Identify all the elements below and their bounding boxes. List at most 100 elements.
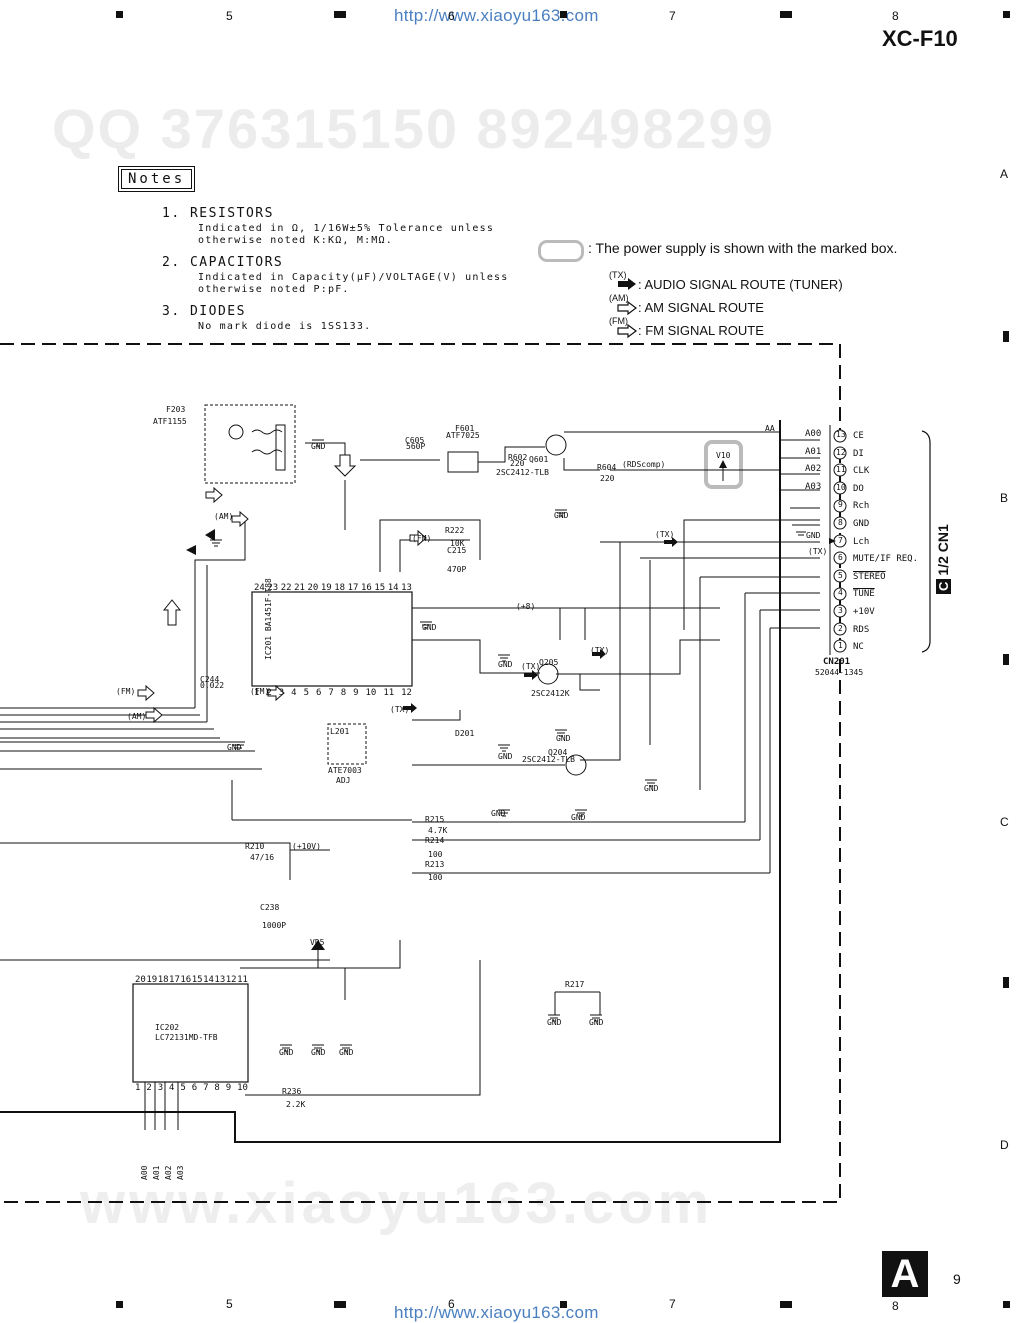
registration-mark [1003,11,1010,18]
cn201-pin: 2 RDS [805,623,925,641]
pin-number: 7 [838,535,843,545]
note-heading: 2. CAPACITORS [162,255,284,270]
part-ref-q204: Q204 [548,748,568,757]
cn201-pin: 3 +10V [805,605,925,623]
capacitor-ref: C215 [447,546,467,555]
gnd-label: GND [422,623,437,632]
net-label: A00 [140,1165,149,1180]
registration-mark [334,11,346,18]
solid-arrow-icon [618,278,636,290]
pin-number: 16 [180,975,192,985]
model-number: XC-F10 [882,26,958,51]
power-note: : The power supply is shown with the mar… [588,240,898,256]
capacitor-value: 470P [447,565,467,574]
v10-label: V10 [716,451,731,460]
resistor-ref: R236 [282,1087,302,1096]
header-url[interactable]: http://www.xiaoyu163.com [394,6,599,25]
notes-title: Notes [117,166,196,192]
part-ref-f601: F601 [455,424,475,433]
gnd-label: GND [806,531,821,540]
pin-number: 11 [383,688,395,698]
gnd-label: GND [227,743,242,752]
pin-number: 21 [294,583,305,593]
ic202-top-pins: 20 19 18 17 16 15 14 13 12 11 [135,975,248,985]
resistor-ref: R222 [445,526,465,535]
pin-name: MUTE/IF REQ. [853,554,919,565]
ic202-bottom-pins: 1 2 3 4 5 6 7 8 9 10 [135,1083,248,1093]
gnd-label: GND [498,660,513,669]
pin-net: A01 [805,446,822,457]
route-tag-fm: (FM) [116,687,136,696]
part-value-f203: ATF1155 [153,417,187,426]
route-tag: (AM) [609,293,629,303]
part-value-q601: 2SC2412-TLB [496,468,549,477]
pin-number: 2 [146,1083,152,1093]
pin-name: RDS [853,624,870,635]
cn201-pin-list: A00 13 CE A01 12 DI A02 11 CLK A03 10 DO… [805,429,925,658]
pin-number: 2 [838,623,843,633]
registration-mark [780,11,792,18]
registration-mark [1003,977,1009,988]
pin-number: 6 [191,1083,198,1093]
pin-number: 17 [169,975,180,985]
pin-number: 5 [303,688,309,698]
route-tag-fm: (FM) [412,534,432,543]
pin-name: STEREO [853,571,886,582]
page-number: 9 [953,1271,961,1287]
pin-number: 8 [340,688,347,698]
pin-name: NC [853,642,864,653]
registration-mark [560,11,567,18]
pin-name: +10V [853,606,875,617]
pin-number: 6 [838,553,843,563]
hollow-arrow-icon [617,301,637,315]
resistor-ref: R602 [508,453,528,462]
route-tag-am: (AM) [214,512,234,521]
pin-net: A00 [805,429,822,439]
rds-comp-label: (RDScomp) [622,460,666,469]
pin-number: 15 [191,975,203,985]
part-value-f601: ATF7025 [446,431,480,440]
cn1-letter-badge: C [935,578,951,594]
resistor-value: 4.7K [428,826,448,835]
pin-number: 20 [307,583,319,593]
footer-url[interactable]: http://www.xiaoyu163.com [394,1303,599,1322]
cn201-pin: 4 TUNE [805,587,925,605]
watermark-qq: QQ 376315150 892498299 [52,97,775,160]
grid-number: 6 [448,1297,455,1311]
pin-number: 12 [225,975,237,985]
registration-mark [334,1301,346,1308]
vd5-label: VD5 [310,938,325,947]
pin-net: A03 [805,481,822,492]
cn1-label-group: C 1/2 CN1 [935,524,951,594]
route-label: : AUDIO SIGNAL ROUTE (TUNER) [638,277,843,292]
pin-number: 2 [266,688,272,698]
registration-mark [1003,331,1009,342]
pin-number: 4 [838,588,843,598]
resistor-ref: R604 [597,463,617,472]
route-tag-tx: (TX) [390,705,410,714]
gnd-label: GND [491,809,506,818]
pin-number: 1 [838,641,843,651]
pin-number: 5 [180,1083,186,1093]
cn201-pin: A02 11 CLK [805,464,925,482]
resistor-value: 100 [428,873,443,882]
pin-name: Lch [853,536,870,547]
resistor-value: 220 [600,474,615,483]
power-box-symbol [538,240,584,262]
grid-number: 5 [226,1297,233,1311]
pin-number: 6 [315,688,322,698]
grid-number: 7 [669,1297,676,1311]
pin-number: 18 [334,583,346,593]
route-tag-tx: (TX) [655,530,675,539]
pin-number: 14 [203,975,214,985]
adj-label: ADJ [336,776,351,785]
note-text: No mark diode is 1SS133. [198,321,372,332]
pin-number: 3 [278,688,285,698]
pin-number: 12 [401,688,412,698]
pin-name: GND [853,518,870,529]
pin-number: 18 [157,975,169,985]
part-value-q205: 2SC2412K [531,689,570,698]
aa-label: AA [765,424,775,433]
pin-name: CLK [853,466,870,477]
